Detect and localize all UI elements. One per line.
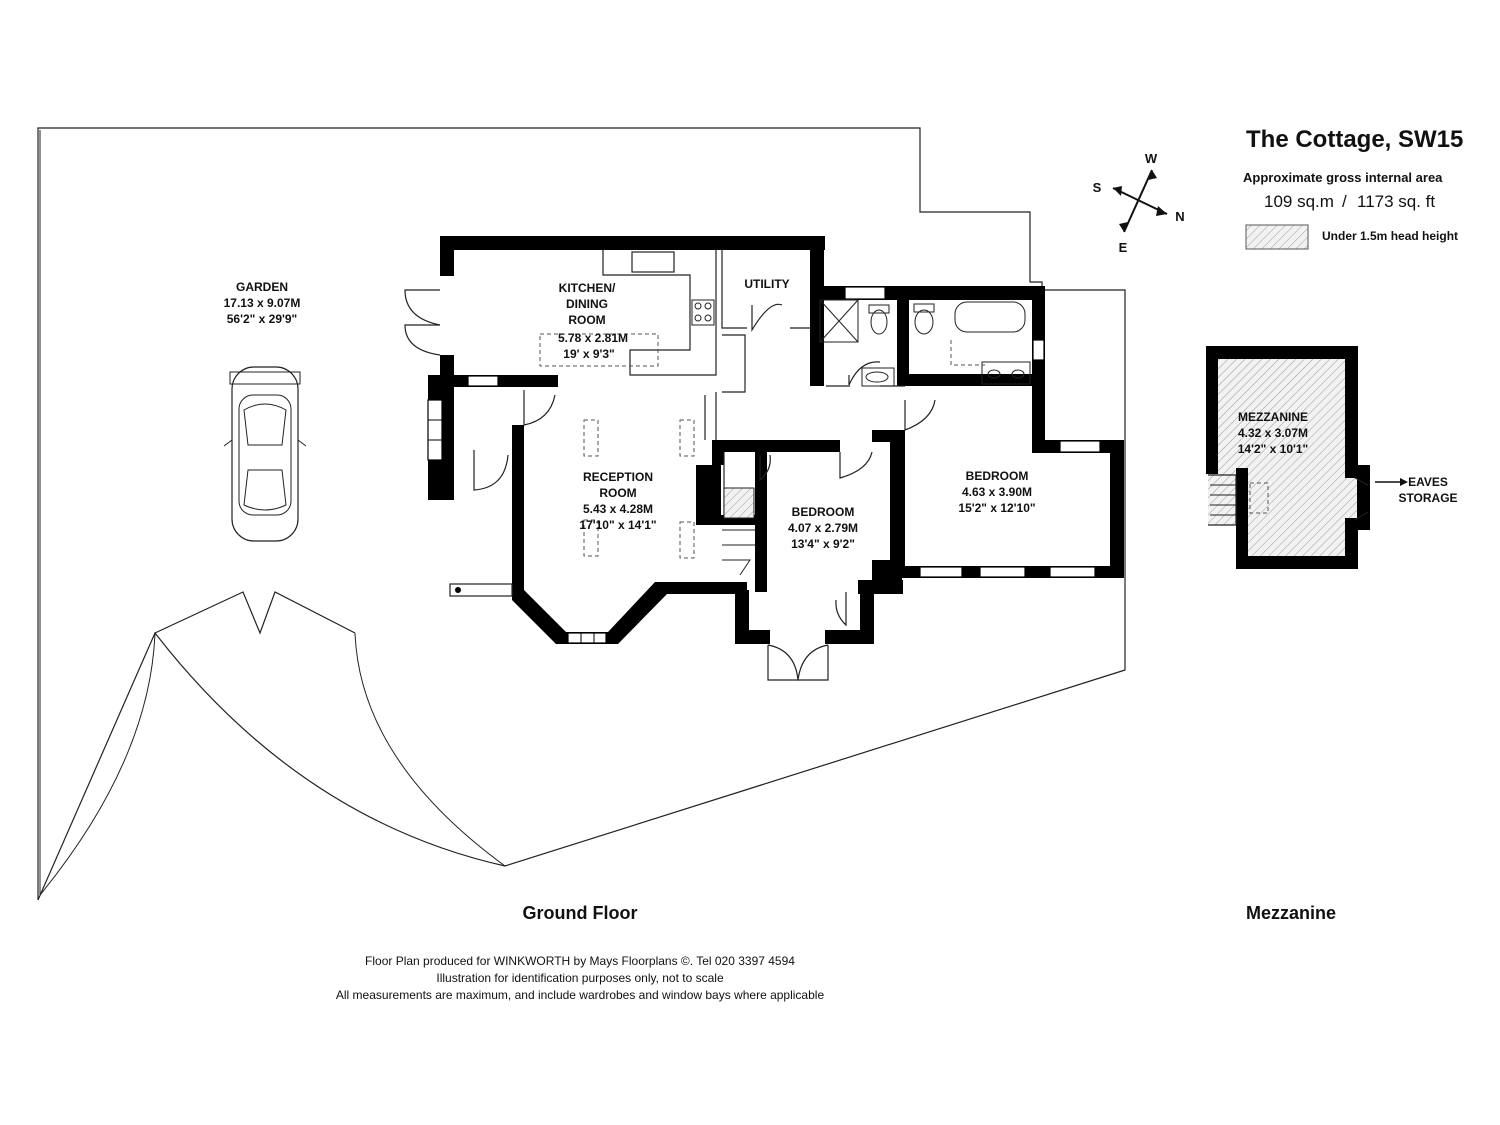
compass-west: W [1145,151,1158,166]
mezzanine-metric: 4.32 x 3.07M [1238,426,1308,440]
eaves-arrow-icon [1375,478,1408,486]
room-label-bedroom-2: BEDROOM 4.63 x 3.90M 15'2" x 12'10" [958,469,1035,515]
eaves-line-1: EAVES [1408,475,1448,489]
footer-line-3: All measurements are maximum, and includ… [336,988,825,1002]
legend-swatch [1245,224,1309,250]
area-separator: / [1342,192,1347,211]
garden-metric: 17.13 x 9.07M [224,296,301,310]
bedroom2-metric: 4.63 x 3.90M [962,485,1032,499]
kitchen-imperial: 19' x 9'3" [563,347,614,361]
eaves-line-2: STORAGE [1398,491,1457,505]
house-walls [428,236,1124,644]
area-subtitle: Approximate gross internal area [1243,170,1443,185]
label-eaves-storage: EAVES STORAGE [1398,475,1457,505]
car-icon [223,366,307,542]
floor-label-ground: Ground Floor [523,903,638,923]
area-sqft: 1173 sq. ft [1357,192,1435,211]
page-title: The Cottage, SW15 [1246,126,1463,153]
compass-east: E [1119,240,1128,255]
garden-imperial: 56'2" x 29'9" [227,312,297,326]
bedroom1-name: BEDROOM [792,505,855,519]
room-label-bedroom-1: BEDROOM 4.07 x 2.79M 13'4" x 9'2" [788,505,858,551]
legend-label: Under 1.5m head height [1322,229,1458,243]
garden-name: GARDEN [236,280,288,294]
reception-name-2: ROOM [599,486,636,500]
kitchen-name-3: ROOM [568,313,605,327]
mezzanine-plan [1206,346,1370,569]
area-sqm: 109 sq.m [1264,192,1334,211]
reception-imperial: 17'10" x 14'1" [579,518,656,532]
room-label-reception: RECEPTION ROOM 5.43 x 4.28M 17'10" x 14'… [579,470,656,532]
footer-line-2: Illustration for identification purposes… [436,971,724,985]
room-label-utility: UTILITY [744,277,789,291]
reception-metric: 5.43 x 4.28M [583,502,653,516]
room-label-kitchen: KITCHEN/ DINING ROOM 5.78 x 2.81M 19' x … [558,281,628,361]
doors [404,289,936,681]
room-label-mezzanine: MEZZANINE 4.32 x 3.07M 14'2" x 10'1" [1238,410,1308,456]
interior-partitions [704,250,1031,576]
kitchen-metric: 5.78 x 2.81M [558,331,628,345]
bedroom2-imperial: 15'2" x 12'10" [958,501,1035,515]
footer-line-1: Floor Plan produced for WINKWORTH by May… [365,954,795,968]
kitchen-name-2: DINING [566,297,608,311]
windows [427,286,1101,644]
kitchen-fittings [539,250,717,559]
compass-south: S [1093,180,1102,195]
mezzanine-imperial: 14'2" x 10'1" [1238,442,1308,456]
floor-label-mezzanine: Mezzanine [1246,903,1336,923]
reception-name-1: RECEPTION [583,470,653,484]
compass-icon: W S N E [1093,151,1185,255]
kitchen-name-1: KITCHEN/ [559,281,616,295]
room-label-garden: GARDEN 17.13 x 9.07M 56'2" x 29'9" [224,280,301,326]
bedroom1-metric: 4.07 x 2.79M [788,521,858,535]
bedroom1-imperial: 13'4" x 9'2" [791,537,855,551]
compass-north: N [1175,209,1184,224]
bedroom2-name: BEDROOM [966,469,1029,483]
mezzanine-name: MEZZANINE [1238,410,1308,424]
